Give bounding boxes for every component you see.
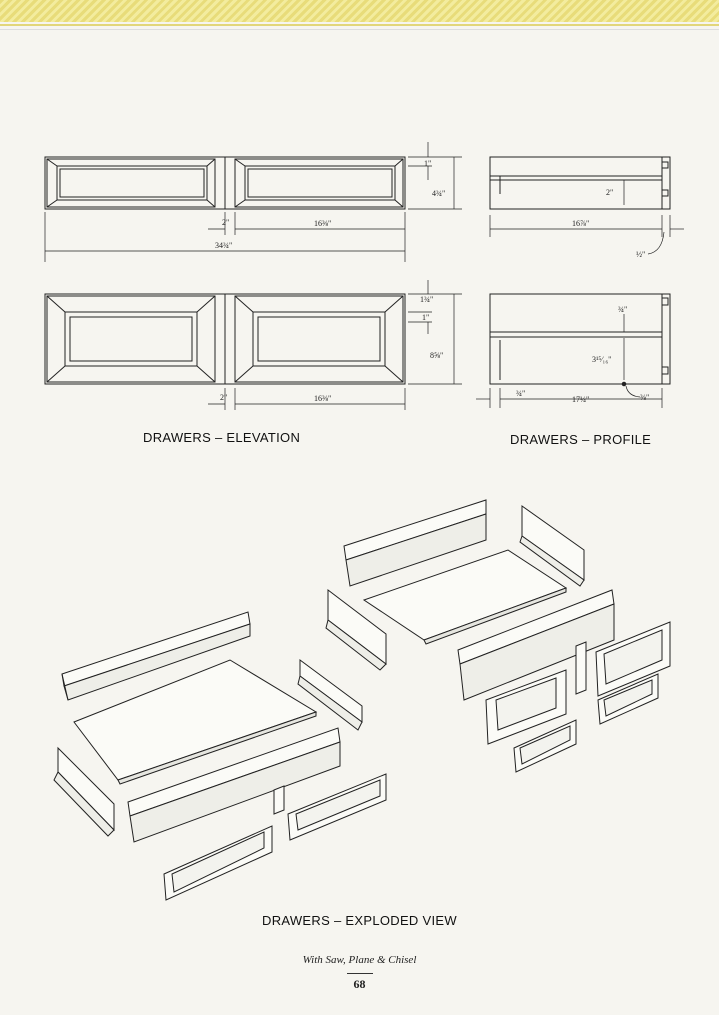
dim-groove-three-eighths: ⅜" (640, 393, 649, 402)
elevation-small-dimensions (44, 142, 462, 262)
dim-panel-width-deep: 16⅜" (314, 394, 331, 403)
dim-groove-top: 2" (606, 188, 613, 197)
dim-depth-small: 16⅞" (572, 219, 589, 228)
dim-front-three-quarter: ¾" (516, 389, 525, 398)
footer-rule (347, 973, 373, 974)
elevation-deep-drawer (44, 293, 406, 385)
divider (273, 785, 285, 815)
exploded-deep-drawer (325, 499, 671, 773)
elevation-small-drawer (44, 156, 406, 210)
exploded-caption: DRAWERS – EXPLODED VIEW (262, 913, 457, 928)
dim-rail-1-3-4: 1¾" (420, 295, 433, 304)
dim-rail-1: 1" (424, 159, 431, 168)
elevation-caption: DRAWERS – ELEVATION (143, 430, 300, 445)
dim-stile-deep: 2" (220, 393, 227, 402)
dim-height-small: 4¾" (432, 189, 445, 198)
dim-thickness-half: ½" (636, 250, 645, 259)
dim-stile-small: 2" (222, 218, 229, 227)
decorative-top-band (0, 0, 719, 22)
book-title: With Saw, Plane & Chisel (302, 954, 417, 966)
elevation-deep-dimensions (208, 280, 462, 410)
profile-small-dimensions (489, 180, 684, 255)
top-rule-thin (0, 29, 719, 30)
divider-deep (575, 641, 587, 695)
profile-deep-dimensions (476, 314, 663, 408)
dim-rail-1-b: 1" (422, 313, 429, 322)
dim-top-three-quarter: ¾" (618, 305, 627, 314)
top-rule (0, 24, 719, 26)
dim-overall-width: 34¾" (215, 241, 232, 250)
profile-caption: DRAWERS – PROFILE (510, 432, 651, 447)
dim-height-deep: 8⅝" (430, 351, 443, 360)
dim-mid-height: 3¹⁵⁄₁₆" (592, 355, 611, 364)
exploded-small-drawer (53, 611, 387, 901)
dim-depth-deep: 17¼" (572, 395, 589, 404)
page-number: 68 (353, 977, 366, 991)
profile-deep-drawer (489, 293, 671, 387)
profile-small-drawer (489, 156, 671, 210)
dim-panel-width-small: 16⅜" (314, 219, 331, 228)
